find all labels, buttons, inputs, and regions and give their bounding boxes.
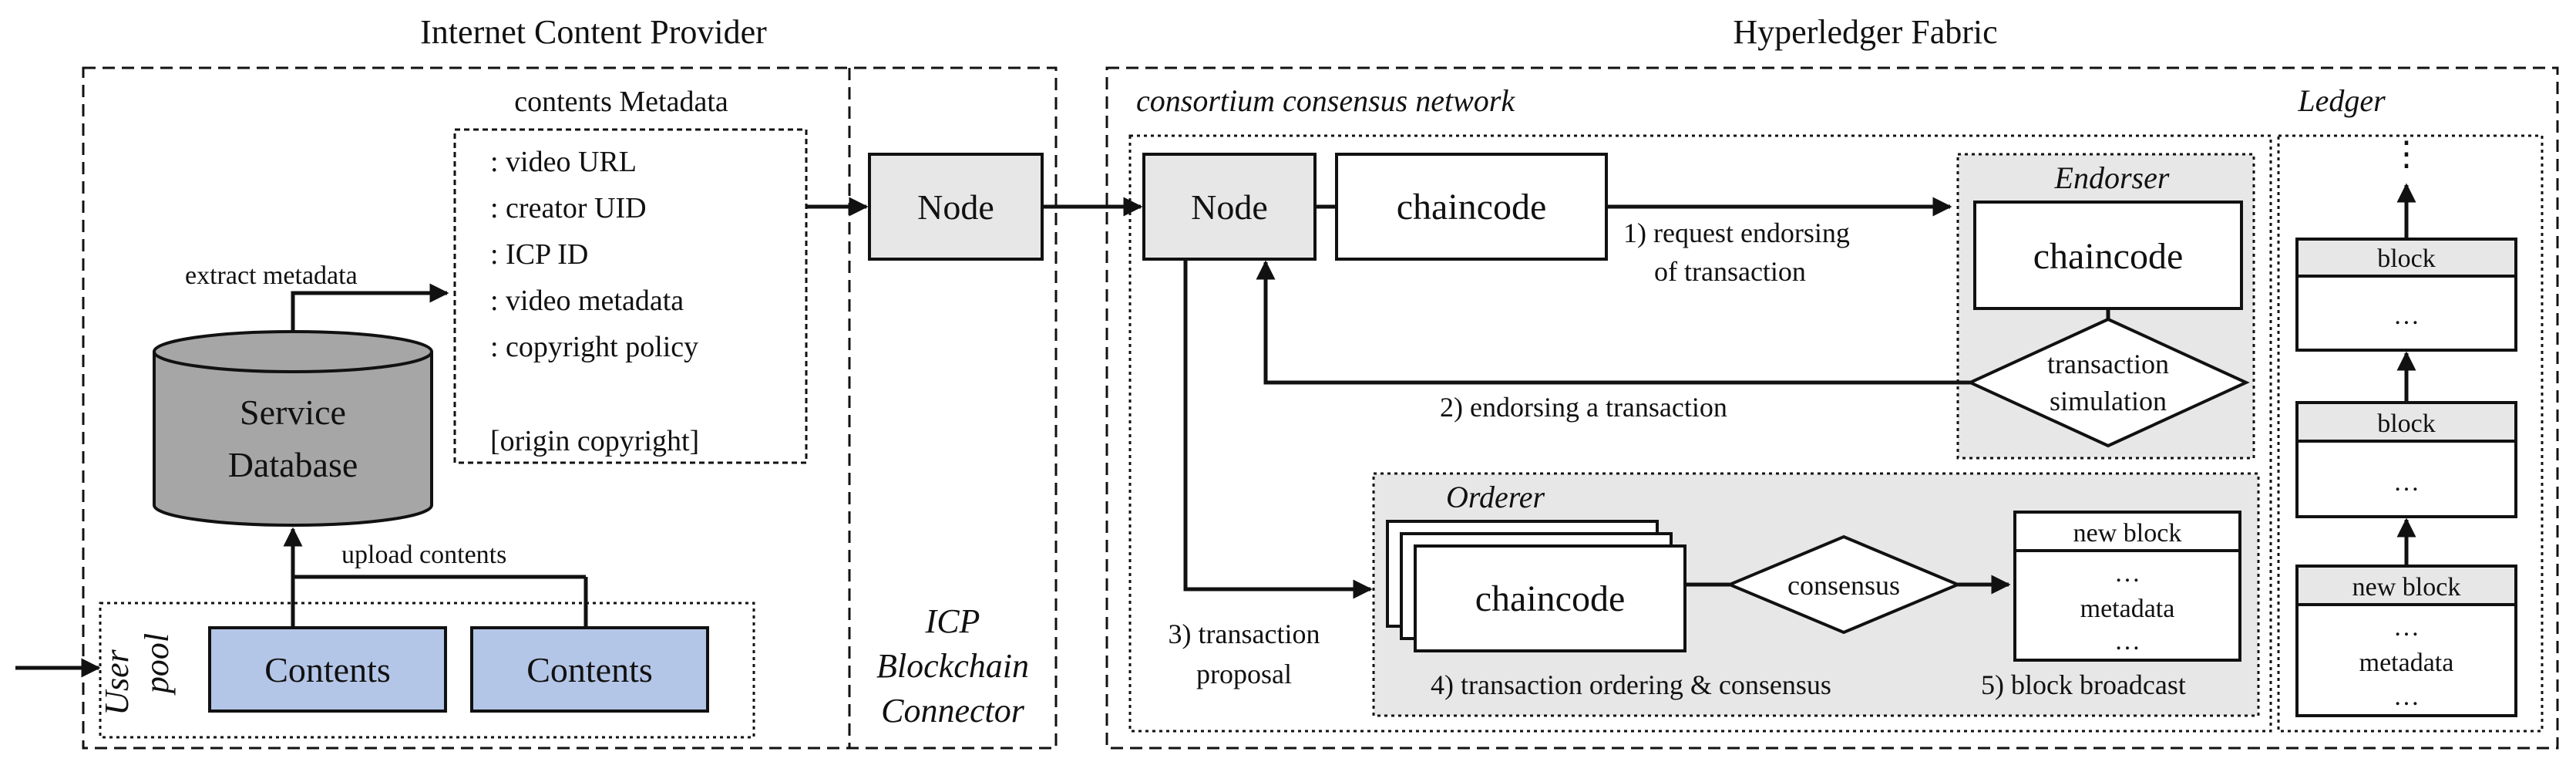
ledger-block-header bbox=[2295, 238, 2517, 278]
connector-label: Connector bbox=[881, 692, 1025, 730]
connector-node-label: Node bbox=[917, 187, 994, 227]
step4-label: 4) transaction ordering & consensus bbox=[1431, 669, 1831, 700]
ledger-block-header-label: block bbox=[2377, 244, 2436, 273]
transaction-proposal-arrow bbox=[1183, 259, 1373, 599]
endorser-title: Endorser bbox=[2054, 160, 2170, 195]
new-block-metadata: metadata bbox=[2080, 595, 2175, 623]
orderer-title: Orderer bbox=[1446, 480, 1545, 514]
database-label: Database bbox=[228, 445, 358, 484]
new-block-dots: … bbox=[2114, 559, 2141, 588]
contents-box bbox=[208, 626, 447, 713]
ledger-block-header-label: new block bbox=[2352, 573, 2461, 602]
ledger-top-dots: ⋮ bbox=[2389, 135, 2423, 173]
ledger-block-metadata: metadata bbox=[2359, 649, 2454, 677]
step1-label: of transaction bbox=[1654, 256, 1806, 287]
step3-label: 3) transaction bbox=[1169, 619, 1320, 649]
metadata-item: : creator UID bbox=[490, 192, 647, 224]
network-label: consortium consensus network bbox=[1136, 83, 1515, 118]
consensus-label: consensus bbox=[1787, 570, 1900, 601]
metadata-item: : copyright policy bbox=[490, 331, 698, 363]
metadata-footer: [origin copyright] bbox=[490, 425, 699, 457]
icp-section-title: Internet Content Provider bbox=[420, 13, 767, 51]
simulation-label: simulation bbox=[2050, 386, 2167, 416]
chaincode-label: chaincode bbox=[1397, 187, 1547, 228]
metadata-item: : video metadata bbox=[490, 285, 684, 317]
step3-label: proposal bbox=[1196, 659, 1292, 689]
endorser-chaincode-label: chaincode bbox=[2033, 236, 2184, 277]
step5-label: 5) block broadcast bbox=[1981, 669, 2186, 700]
endorser-chaincode bbox=[1973, 201, 2243, 310]
new-block-dots: … bbox=[2114, 627, 2141, 656]
upload-label: upload contents bbox=[341, 541, 506, 569]
new-block-box bbox=[2013, 511, 2241, 662]
ledger-block-header-label: block bbox=[2377, 410, 2436, 438]
ledger-block-header bbox=[2295, 565, 2517, 606]
contents-box bbox=[470, 626, 709, 713]
connector-node bbox=[868, 153, 1044, 261]
simulation-label: transaction bbox=[2047, 349, 2169, 379]
metadata-title: contents Metadata bbox=[514, 86, 728, 118]
connector-label: ICP bbox=[925, 602, 980, 640]
ledger-title: Ledger bbox=[2297, 83, 2386, 118]
metadata-item: : video URL bbox=[490, 146, 637, 178]
contents-label: Contents bbox=[526, 650, 653, 689]
extract-metadata-arrow bbox=[291, 283, 449, 332]
contents-label: Contents bbox=[264, 650, 391, 689]
ledger-block-dots: … bbox=[2393, 613, 2420, 642]
service-database bbox=[153, 352, 433, 527]
step1-label: 1) request endorsing bbox=[1623, 217, 1850, 248]
orderer-chaincode bbox=[1414, 544, 1687, 652]
ledger-block-body: … bbox=[2393, 302, 2420, 330]
extract-metadata-label: extract metadata bbox=[185, 261, 358, 290]
icp-region bbox=[82, 66, 1058, 750]
ledger-block-header bbox=[2295, 401, 2517, 443]
user-pool-label: User bbox=[98, 649, 136, 715]
ledger-block-body: … bbox=[2393, 468, 2420, 497]
user-pool-label: pool bbox=[138, 633, 176, 696]
database-top bbox=[153, 330, 433, 373]
connector-label: Blockchain bbox=[876, 647, 1029, 685]
ledger-block-dots: … bbox=[2393, 683, 2420, 711]
database-label: Service bbox=[240, 393, 346, 432]
fabric-section-title: Hyperledger Fabric bbox=[1733, 13, 1997, 51]
metadata-box bbox=[453, 128, 808, 464]
step2-label: 2) endorsing a transaction bbox=[1440, 392, 1727, 423]
new-block-header: new block bbox=[2073, 519, 2182, 548]
consensus-diamond bbox=[1725, 534, 1962, 635]
endorsement-return-arrow bbox=[1256, 260, 1970, 385]
network-node-label: Node bbox=[1191, 187, 1268, 227]
fabric-region bbox=[1105, 66, 2559, 750]
consortium-network bbox=[1128, 134, 2272, 733]
metadata-item: : ICP ID bbox=[490, 238, 588, 271]
ledger-panel bbox=[2277, 134, 2544, 733]
transaction-simulation bbox=[1966, 317, 2250, 448]
network-node bbox=[1142, 153, 1317, 261]
orderer-chaincode-label: chaincode bbox=[1475, 578, 1626, 619]
